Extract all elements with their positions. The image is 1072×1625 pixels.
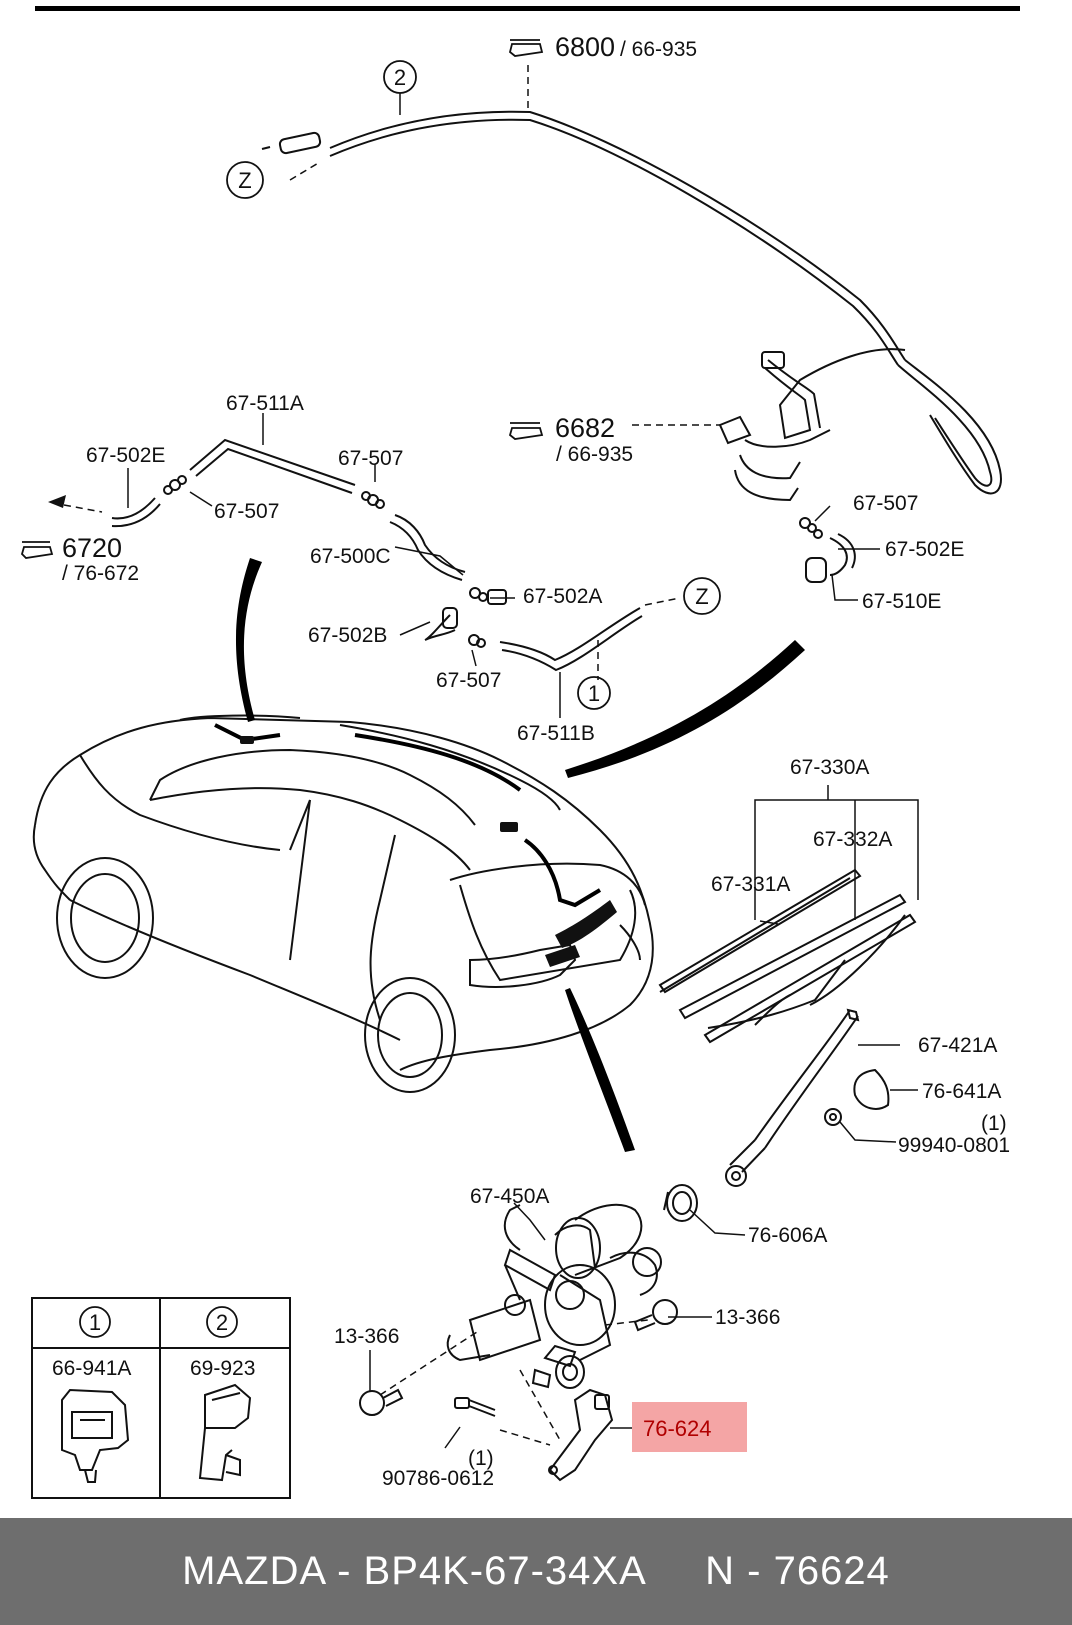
label-67-330A: 67-330A	[790, 756, 869, 779]
ref-6682-sub: / 66-935	[556, 443, 633, 466]
clip-69-923-icon	[198, 1383, 252, 1482]
label-67-502E-left: 67-502E	[86, 444, 165, 467]
bolt-13-366-left	[359, 1388, 404, 1416]
svg-text:Z: Z	[695, 584, 708, 609]
label-90786-0612: 90786-0612	[382, 1467, 494, 1490]
label-67-507-right: 67-507	[853, 492, 918, 515]
label-76-624-highlighted: 76-624	[643, 1416, 712, 1441]
ref-6720: 6720	[62, 533, 122, 563]
pointer-icon	[508, 39, 544, 57]
nut-99940-0801	[824, 1108, 842, 1126]
label-67-500C: 67-500C	[310, 545, 391, 568]
long-washer-hose	[261, 110, 1002, 495]
ref-6682: 6682	[555, 413, 615, 443]
label-67-502A: 67-502A	[523, 585, 602, 608]
bolt-13-366-right	[633, 1299, 678, 1332]
label-67-507-a: 67-507	[214, 500, 279, 523]
footer-bar: MAZDA - BP4K-67-34XA N - 76624	[0, 1518, 1072, 1625]
label-67-510E: 67-510E	[862, 590, 941, 613]
legend-table	[31, 1297, 291, 1499]
label-90786-qty: (1)	[468, 1447, 494, 1470]
ref-6800: 6800	[555, 32, 615, 62]
footer-part-number: MAZDA - BP4K-67-34XA N - 76624	[182, 1549, 890, 1593]
arrow-left-icon	[48, 495, 66, 508]
legend-part-66-941A: 66-941A	[52, 1357, 131, 1380]
legend-col2: 2 69-923	[190, 1306, 255, 1482]
svg-text:1: 1	[588, 681, 600, 706]
label-67-511B: 67-511B	[517, 722, 595, 745]
label-99940-0801: 99940-0801	[898, 1134, 1010, 1157]
wiper-blade	[658, 868, 917, 1044]
right-hose-assembly	[799, 517, 856, 583]
circle-ref-z-mid: Z	[683, 577, 721, 615]
svg-text:2: 2	[394, 65, 406, 90]
label-67-502B: 67-502B	[308, 624, 387, 647]
car-rear-hatch-parts	[240, 736, 617, 967]
bracket-67-330A	[754, 785, 919, 925]
grommet-76-606A	[663, 1184, 698, 1222]
wiper-motor-67-450A	[446, 1203, 662, 1389]
svg-text:1: 1	[89, 1310, 101, 1335]
svg-text:Z: Z	[238, 168, 251, 193]
ref-6720-sub: / 76-672	[62, 562, 139, 585]
bolt-90786-0612	[454, 1397, 496, 1417]
label-76-606A: 76-606A	[748, 1224, 827, 1247]
ref-6800-sub: / 66-935	[620, 38, 697, 61]
label-13-366-right: 13-366	[715, 1306, 780, 1329]
dashed-leaders	[63, 65, 720, 1446]
clip-66-941A-icon	[61, 1388, 130, 1483]
circle-ref-2-top: 2	[383, 60, 417, 115]
label-67-421A: 67-421A	[918, 1034, 997, 1057]
cap-76-641A	[853, 1068, 890, 1110]
bracket-76-624	[548, 1388, 614, 1482]
label-67-511A: 67-511A	[226, 392, 304, 415]
label-76-641A: 76-641A	[922, 1080, 1001, 1103]
top-border	[35, 6, 1020, 11]
svg-text:2: 2	[216, 1310, 228, 1335]
circle-ref-z-top: Z	[226, 161, 264, 199]
label-67-450A: 67-450A	[470, 1185, 549, 1208]
washer-harness-right	[718, 348, 906, 502]
car-illustration	[32, 714, 654, 1093]
pointer-icon	[20, 541, 54, 559]
label-67-502E-right: 67-502E	[885, 538, 964, 561]
callout-arrows	[235, 558, 805, 1152]
pointer-icon	[508, 422, 544, 440]
highlight-box	[632, 1402, 747, 1452]
legend-part-69-923: 69-923	[190, 1357, 255, 1380]
label-67-507-b: 67-507	[338, 447, 403, 470]
label-67-332A: 67-332A	[813, 828, 892, 851]
label-67-507-c: 67-507	[436, 669, 501, 692]
label-99940-qty: (1)	[981, 1112, 1007, 1135]
wiper-arm	[725, 1008, 860, 1187]
label-67-331A: 67-331A	[711, 873, 790, 896]
legend-col1: 1 66-941A	[52, 1306, 131, 1483]
left-hose-assembly	[111, 438, 643, 672]
leader-lines	[127, 413, 918, 1449]
circle-ref-1-mid: 1	[577, 676, 611, 710]
car-roof-hose	[214, 723, 602, 908]
label-13-366-left: 13-366	[334, 1325, 399, 1348]
